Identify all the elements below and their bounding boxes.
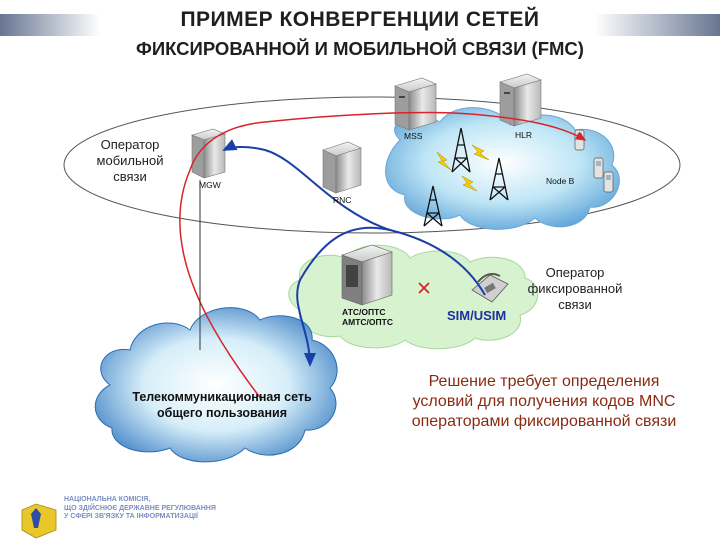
- mobile-operator-label: Оператор мобильной связи: [70, 137, 190, 185]
- pstn-cloud-label: Телекоммуникационная сеть общего пользов…: [112, 389, 332, 421]
- solution-text: Решение требует определения условий для …: [385, 372, 703, 432]
- fixed-operator-cloud: [288, 244, 539, 350]
- mobile-phone-icon-1: [574, 129, 585, 151]
- title-decoration-right: [595, 14, 720, 36]
- atc-switch-icon: [341, 244, 393, 306]
- hlr-label: HLR: [515, 130, 533, 140]
- mobile-phone-icon-2: [593, 157, 604, 179]
- tower-icon-3: [423, 185, 443, 227]
- mobile-operator-boundary: [63, 96, 681, 234]
- mobile-phone-icon-3: [603, 171, 614, 193]
- mgw-label: MGW: [199, 180, 221, 190]
- blocked-x-icon: [418, 282, 430, 294]
- pstn-cloud-line-1: Телекоммуникационная сеть: [132, 390, 312, 404]
- nodeb-label: Node B: [546, 176, 575, 186]
- red-signaling-path: [179, 111, 587, 401]
- mgw-server-icon: [191, 128, 226, 179]
- fixed-operator-line-3: связи: [558, 297, 592, 312]
- solution-line-2: условий для получения кодов MNC: [412, 393, 676, 410]
- lightning-icons: [436, 144, 490, 192]
- footer-commission-name: НАЦІОНАЛЬНА КОМІСІЯ, ЩО ЗДІЙСНЮЄ ДЕРЖАВН…: [64, 496, 294, 522]
- rnc-server-icon: [322, 141, 362, 194]
- mobile-radio-cloud: [385, 107, 620, 230]
- fixed-operator-label: Оператор фиксированной связи: [520, 265, 630, 313]
- desk-phone-icon: [471, 273, 509, 303]
- pstn-cloud-line-2: общего пользования: [156, 406, 288, 420]
- hlr-server-icon: [499, 73, 542, 127]
- atc-label-line-1: АТС/ОПТС: [342, 307, 386, 317]
- solution-line-3: операторами фиксированной связи: [411, 413, 677, 430]
- blue-call-path: [296, 226, 486, 367]
- tower-icon-1: [451, 127, 471, 173]
- blue-return-path: [222, 139, 391, 231]
- msc-label: MSS: [404, 131, 423, 141]
- mobile-operator-line-1: Оператор: [100, 137, 160, 152]
- footer-line-3: У СФЕРІ ЗВ'ЯЗКУ ТА ІНФОРМАТИЗАЦІЇ: [64, 513, 198, 520]
- commission-emblem: [21, 503, 57, 539]
- solution-line-1: Решение требует определения: [428, 373, 660, 390]
- title-line-1: ПРИМЕР КОНВЕРГЕНЦИИ СЕТЕЙ: [180, 8, 540, 31]
- fixed-operator-line-2: фиксированной: [527, 281, 623, 296]
- title-decoration-left: [0, 14, 100, 36]
- mobile-operator-line-3: связи: [113, 169, 147, 184]
- fixed-operator-line-1: Оператор: [545, 265, 605, 280]
- pstn-cloud: [94, 307, 338, 463]
- msc-server-icon: [394, 77, 437, 131]
- atc-label: АТС/ОПТС АМТС/ОПТС: [342, 307, 393, 327]
- title-line-2: ФИКСИРОВАННОЙ И МОБИЛЬНОЙ СВЯЗИ (FMC): [136, 38, 584, 59]
- sim-usim-label: SIM/USIM: [447, 308, 507, 323]
- footer-line-2: ЩО ЗДІЙСНЮЄ ДЕРЖАВНЕ РЕГУЛЮВАННЯ: [64, 504, 216, 512]
- mobile-operator-line-2: мобильной: [96, 153, 164, 168]
- rnc-label: RNC: [333, 195, 352, 205]
- footer-line-1: НАЦІОНАЛЬНА КОМІСІЯ,: [64, 496, 151, 503]
- atc-label-line-2: АМТС/ОПТС: [342, 317, 393, 327]
- tower-icon-2: [489, 157, 509, 201]
